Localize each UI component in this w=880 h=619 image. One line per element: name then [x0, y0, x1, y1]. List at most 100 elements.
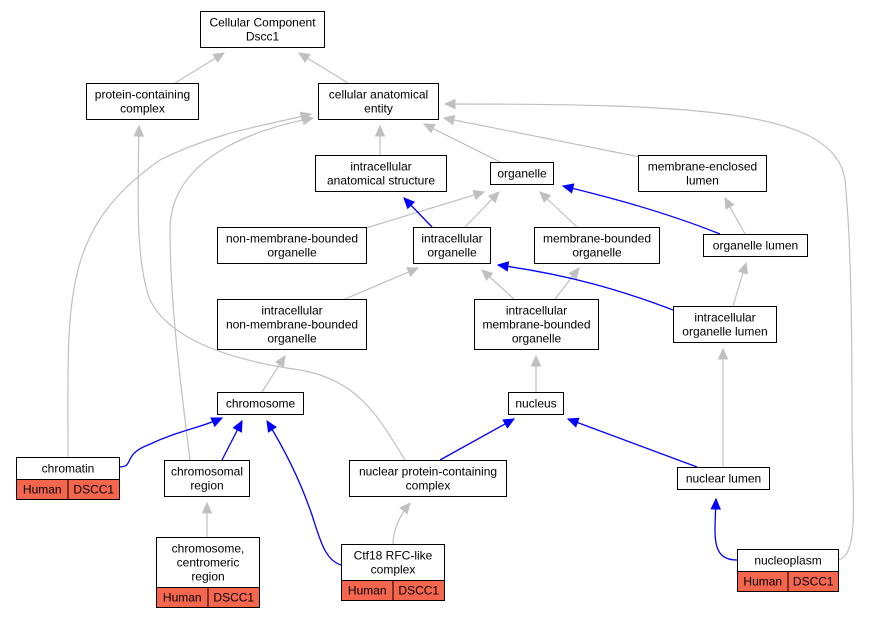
edge-line [562, 185, 721, 235]
arrowhead-icon [487, 191, 500, 204]
node-box [217, 227, 367, 264]
node-label: organelle [267, 246, 317, 260]
node-label: chromatin [42, 462, 95, 476]
node-label: membrane-enclosed [648, 160, 757, 174]
edge-protein_containing_complex-to-cc_root [174, 52, 226, 84]
edge-line [169, 117, 314, 461]
edge-intracellular_membrane_bounded_organelle-to-membrane_bounded_organelle [554, 267, 580, 300]
gene-cell [67, 479, 120, 500]
node-label: complex [371, 563, 416, 577]
node-box [341, 544, 445, 581]
node-label: chromosome, [172, 542, 245, 556]
edges-layer [67, 52, 854, 566]
arrowhead-icon [561, 183, 575, 194]
node-organelle-lumen[interactable]: organelle lumen [703, 234, 808, 257]
node-chromosome[interactable]: chromosome [217, 392, 304, 415]
edge-line [365, 191, 485, 229]
node-label: organelle [427, 246, 477, 260]
edge-line [266, 420, 342, 566]
node-label: cellular anatomical [329, 88, 428, 102]
node-label: lumen [686, 174, 719, 188]
arrowhead-icon [212, 52, 226, 63]
edge-line [567, 418, 698, 468]
node-label: entity [364, 102, 393, 116]
node-label: organelle lumen [713, 239, 798, 253]
node-label: Dscc1 [246, 30, 280, 44]
edge-line [439, 418, 515, 461]
arrowhead-icon [717, 347, 729, 360]
node-intracellular-non-membrane-bounded-organelle[interactable]: intracellularnon-membrane-boundedorganel… [217, 299, 367, 350]
node-box [217, 392, 304, 415]
arrowhead-icon [210, 417, 224, 428]
edge-line [137, 125, 406, 461]
node-label: chromosomal [171, 465, 243, 479]
node-box [673, 306, 777, 343]
edge-nuclear_lumen-to-nucleus [566, 417, 698, 468]
arrowhead-icon [201, 501, 213, 514]
node-nucleus[interactable]: nucleus [508, 392, 564, 415]
node-box [534, 227, 660, 264]
node-label: non-membrane-bounded [226, 318, 358, 332]
arrowhead-icon [374, 124, 386, 137]
node-label: intracellular [261, 304, 322, 318]
edge-nuclear_protein_containing_complex-to-nucleus [439, 418, 516, 461]
node-box [86, 83, 199, 120]
arrowhead-icon [301, 114, 315, 126]
edge-membrane_enclosed_lumen-to-cellular_anatomical_entity [442, 114, 641, 158]
arrowhead-icon [568, 267, 580, 280]
arrowhead-icon [530, 354, 542, 367]
node-box [200, 11, 325, 48]
edge-line [444, 103, 854, 561]
arrowhead-icon [737, 261, 749, 275]
node-label: anatomical structure [327, 174, 435, 188]
node-label: membrane-bounded [482, 318, 590, 332]
node-label: complex [120, 102, 165, 116]
node-box [349, 460, 507, 497]
arrowhead-icon [133, 124, 145, 137]
gene-label: DSCC1 [793, 575, 834, 589]
edge-chromosome_centromeric_region-to-chromosomal_region [201, 501, 213, 537]
edge-organelle-to-cellular_anatomical_entity [422, 123, 501, 163]
nodes-layer: Cellular ComponentDscc1protein-containin… [16, 11, 839, 608]
node-box [315, 155, 447, 192]
node-label: organelle [497, 167, 547, 181]
node-organelle[interactable]: organelle [490, 162, 554, 185]
node-box [677, 467, 770, 490]
node-label: chromosome [226, 397, 296, 411]
node-label: centromeric [177, 556, 240, 570]
edge-nucleoplasm-to-cellular_anatomical_entity [443, 98, 854, 561]
arrowhead-icon [481, 269, 494, 281]
node-label: organelle [512, 332, 562, 346]
species-label: Human [743, 575, 782, 589]
arrowhead-icon [442, 114, 456, 126]
edge-intracellular_organelle-to-intracellular_anatomical_structure [403, 197, 433, 228]
node-label: organelle lumen [682, 325, 767, 339]
edge-nuclear_protein_containing_complex-to-protein_containing_complex [133, 124, 406, 461]
edge-membrane_bounded_organelle-to-organelle [539, 191, 578, 228]
node-label: nucleoplasm [754, 554, 821, 568]
edge-chromatin-to-chromosome [118, 417, 224, 468]
arrowhead-icon [472, 190, 486, 201]
node-label: nuclear lumen [686, 472, 761, 486]
gene-cell [392, 580, 445, 601]
edge-line [423, 123, 501, 163]
edge-intracellular_anatomical_structure-to-cellular_anatomical_entity [374, 124, 386, 155]
node-nuclear-lumen[interactable]: nuclear lumen [677, 467, 770, 490]
